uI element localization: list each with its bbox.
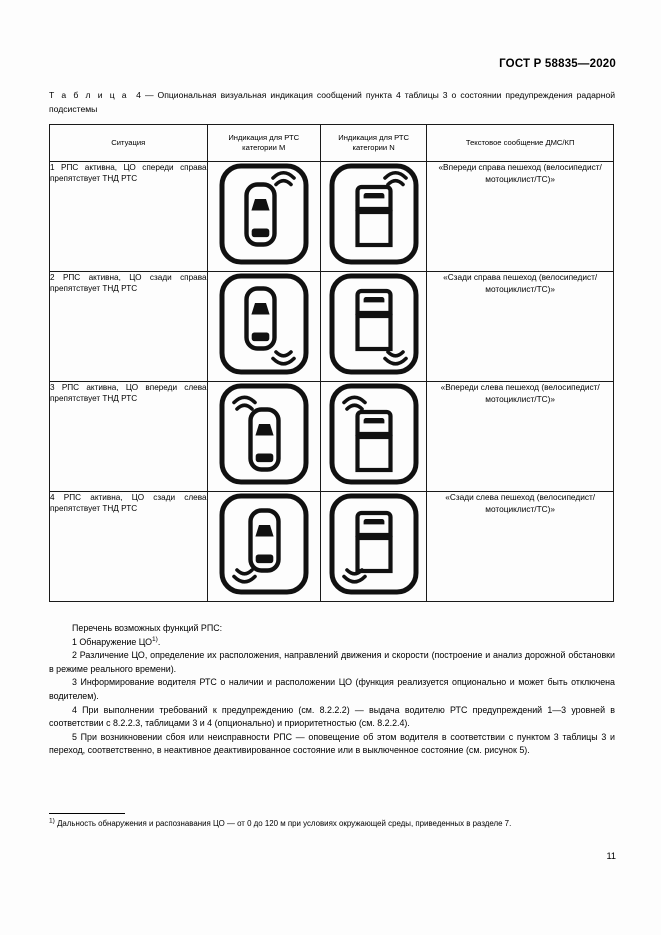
truck-top-view-icon bbox=[328, 272, 420, 376]
radar-arc-group bbox=[270, 170, 296, 187]
table-caption: Т а б л и ц а 4 — Опциональная визуальна… bbox=[49, 89, 615, 116]
car-top-view-icon bbox=[218, 382, 310, 486]
radar-arc-group bbox=[270, 350, 296, 366]
cell-indication-m bbox=[206, 271, 321, 382]
paragraph-item-4: 4 При выполнении требований к предупрежд… bbox=[49, 704, 615, 729]
car-top-view-icon bbox=[218, 162, 310, 266]
radar-arc-group bbox=[382, 170, 408, 187]
page-number: 11 bbox=[606, 851, 616, 861]
footnote-marker-ref: 1) bbox=[152, 635, 158, 643]
truck-top-view-icon bbox=[328, 492, 420, 596]
table-row: 3 РПС активна, ЦО впереди слева препятст… bbox=[49, 381, 614, 492]
radar-arc-group bbox=[231, 568, 257, 584]
table-header-row: Ситуация Индикация для РТС категории M И… bbox=[49, 124, 614, 162]
cell-indication-n bbox=[319, 161, 428, 272]
truck-top-view-icon bbox=[328, 162, 420, 266]
footnote-marker: 1) bbox=[49, 817, 55, 828]
cell-indication-m bbox=[206, 491, 321, 602]
radar-arc-group bbox=[231, 395, 257, 411]
cell-text-message: «Впереди справа пешеход (велосипедист/мо… bbox=[426, 161, 614, 272]
table-row: 2 РПС активна, ЦО сзади справа препятств… bbox=[49, 271, 614, 382]
footnote-text: Дальность обнаружения и распознавания ЦО… bbox=[54, 819, 512, 828]
truck-top-view-icon bbox=[328, 382, 420, 486]
car-top-view-icon bbox=[218, 272, 310, 376]
radar-arc-group bbox=[341, 395, 367, 411]
body-text-block: Перечень возможных функций РПС: 1 Обнару… bbox=[49, 622, 615, 758]
table-body: 1 РПС активна, ЦО спереди справа препятс… bbox=[49, 161, 614, 602]
cell-indication-n bbox=[319, 271, 428, 382]
paragraph-item-1: 1 Обнаружение ЦО1). bbox=[49, 636, 615, 650]
table-caption-label: Т а б л и ц а bbox=[49, 90, 129, 100]
footnote-marker-sup: 1) bbox=[49, 817, 55, 825]
column-header-situation: Ситуация bbox=[49, 124, 208, 162]
standard-designation: ГОСТ Р 58835—2020 bbox=[499, 58, 616, 70]
cell-situation: 2 РПС активна, ЦО сзади справа препятств… bbox=[49, 271, 208, 382]
radar-arc-group bbox=[341, 568, 367, 584]
radar-arc-group bbox=[382, 350, 408, 366]
column-header-indication-m: Индикация для РТС категории M bbox=[206, 124, 321, 162]
paragraph-item-2: 2 Различение ЦО, определение их располож… bbox=[49, 650, 615, 674]
cell-indication-n bbox=[319, 381, 428, 492]
item-1-period: . bbox=[157, 636, 161, 647]
table-caption-number: 4 bbox=[136, 90, 141, 100]
paragraph-intro: Перечень возможных функций РПС: bbox=[72, 623, 223, 633]
table-row: 4 РПС активна, ЦО сзади слева препятству… bbox=[49, 491, 614, 602]
paragraph-item-3: 3 Информирование водителя РТС о наличии … bbox=[49, 677, 615, 701]
footnote-separator bbox=[49, 813, 125, 814]
cell-text-message: «Впереди слева пешеход (велосипедист/мот… bbox=[426, 381, 614, 492]
cell-text-message: «Сзади слева пешеход (велосипедист/мотоц… bbox=[426, 491, 614, 602]
table-4-wrapper: Ситуация Индикация для РТС категории M И… bbox=[49, 124, 614, 602]
table-row: 1 РПС активна, ЦО спереди справа препятс… bbox=[49, 161, 614, 272]
paragraph-item-5: 5 При возникновении сбоя или неисправнос… bbox=[49, 731, 615, 756]
cell-situation: 4 РПС активна, ЦО сзади слева препятству… bbox=[49, 491, 208, 602]
cell-indication-n bbox=[319, 491, 428, 602]
car-top-view-icon bbox=[218, 492, 310, 596]
table-caption-text: Опциональная визуальная индикация сообще… bbox=[49, 90, 616, 114]
footnote-block: 1) Дальность обнаружения и распознавания… bbox=[49, 818, 615, 830]
column-header-text-message: Текстовое сообщение ДМС/КП bbox=[426, 124, 614, 162]
cell-situation: 1 РПС активна, ЦО спереди справа препятс… bbox=[49, 161, 208, 272]
column-header-indication-n: Индикация для РТС категории N bbox=[319, 124, 428, 162]
table-caption-dash: — bbox=[144, 90, 154, 100]
cell-indication-m bbox=[206, 161, 321, 272]
table-4: Ситуация Индикация для РТС категории M И… bbox=[49, 124, 614, 602]
cell-text-message: «Сзади справа пешеход (велосипедист/мото… bbox=[426, 271, 614, 382]
cell-indication-m bbox=[206, 381, 321, 492]
item-1-text: 1 Обнаружение ЦО bbox=[72, 636, 153, 647]
cell-situation: 3 РПС активна, ЦО впереди слева препятст… bbox=[49, 381, 208, 492]
